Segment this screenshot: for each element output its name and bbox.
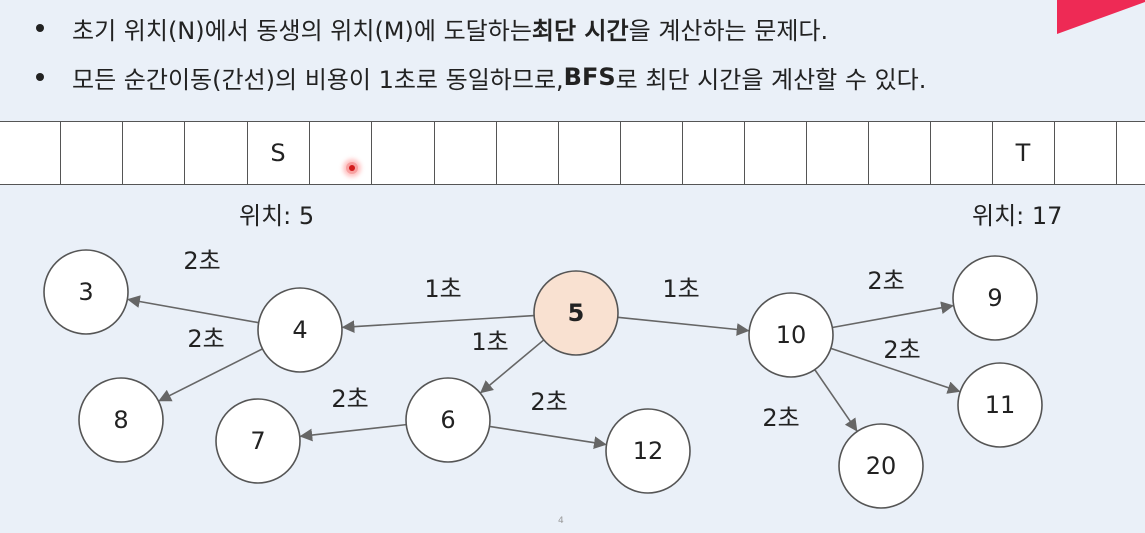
node-circle-5: [533, 270, 619, 356]
bullet-text-bold: 최단 시간: [531, 16, 629, 45]
node-circle-11: [957, 362, 1043, 448]
node-circle-20: [838, 423, 924, 509]
node-label-10: 10: [776, 321, 807, 349]
strip-cell: [371, 122, 435, 184]
edge-label-4-8: 2초: [187, 325, 224, 353]
pointer-cursor-icon: [346, 162, 358, 174]
node-label-20: 20: [866, 452, 897, 480]
bullet-dot-icon: [36, 73, 44, 81]
node-label-7: 7: [250, 427, 265, 455]
strip-cell: [1054, 122, 1117, 184]
node-9: 9: [952, 255, 1038, 341]
bullet-text-pre: 초기 위치(N)에서 동생의 위치(M)에 도달하는: [72, 16, 532, 45]
node-label-8: 8: [113, 406, 128, 434]
strip-cell: [60, 122, 123, 184]
edge-5-4: [341, 314, 535, 334]
edge-label-5-4: 1초: [424, 275, 461, 303]
bullet-text-bold: BFS: [563, 63, 616, 91]
bullet-text-pre: 모든 순간이동(간선)의 비용이 1초로 동일하므로,: [72, 65, 564, 94]
node-10: 10: [748, 292, 834, 378]
page-number: 4: [558, 516, 564, 526]
edge-label-10-9: 2초: [867, 267, 904, 295]
node-circle-6: [405, 377, 491, 463]
strip-cell: [184, 122, 248, 184]
node-3: 3: [43, 249, 129, 335]
bullet-text-post: 로 최단 시간을 계산할 수 있다.: [615, 65, 927, 94]
edge-6-12: [489, 425, 607, 449]
start-position-label: 위치: 5: [239, 202, 315, 230]
edge-label-5-10: 1초: [662, 275, 699, 303]
node-label-11: 11: [985, 391, 1016, 419]
node-label-9: 9: [987, 284, 1002, 312]
strip-cell-start: S: [247, 122, 310, 184]
target-position-label: 위치: 17: [972, 202, 1063, 230]
strip-cell: [930, 122, 993, 184]
node-11: 11: [957, 362, 1043, 448]
strip-cell: [0, 122, 61, 184]
edge-label-4-3: 2초: [183, 247, 220, 275]
node-label-6: 6: [440, 406, 455, 434]
node-circle-3: [43, 249, 129, 335]
strip-cell: [434, 122, 497, 184]
edge-4-3: [127, 295, 259, 324]
node-4: 4: [257, 287, 343, 373]
edge-label-10-20: 2초: [762, 404, 799, 432]
bullet-dot-icon: [36, 24, 44, 32]
node-12: 12: [605, 408, 691, 494]
edge-4-8: [158, 348, 263, 402]
node-6: 6: [405, 377, 491, 463]
strip-cell: [496, 122, 559, 184]
node-circle-4: [257, 287, 343, 373]
strip-cell: [806, 122, 869, 184]
node-label-5: 5: [568, 299, 585, 327]
node-circle-9: [952, 255, 1038, 341]
edge-10-9: [832, 301, 954, 329]
strip-cell: [868, 122, 931, 184]
strip-cell-target: T: [992, 122, 1055, 184]
node-label-4: 4: [292, 316, 307, 344]
edge-label-6-7: 2초: [331, 385, 368, 413]
bullet-text-post: 을 계산하는 문제다.: [628, 16, 829, 45]
edge-5-10: [617, 316, 750, 336]
corner-accent-shape: [1057, 0, 1145, 34]
node-circle-7: [215, 398, 301, 484]
strip-cell: [122, 122, 185, 184]
strip-cell: [309, 122, 372, 184]
strip-cell: [744, 122, 807, 184]
node-20: 20: [838, 423, 924, 509]
edge-label-10-11: 2초: [883, 336, 920, 364]
node-label-12: 12: [633, 437, 664, 465]
edge-10-20: [814, 369, 858, 432]
edge-10-11: [830, 347, 961, 394]
edge-6-7: [299, 423, 407, 442]
node-circle-10: [748, 292, 834, 378]
edge-label-5-6: 1초: [471, 328, 508, 356]
strip-cell: [620, 122, 683, 184]
strip-cell: [682, 122, 745, 184]
node-7: 7: [215, 398, 301, 484]
node-label-3: 3: [78, 278, 93, 306]
strip-cell: [558, 122, 621, 184]
node-circle-12: [605, 408, 691, 494]
node-circle-8: [78, 377, 164, 463]
edge-label-6-12: 2초: [530, 388, 567, 416]
edge-5-6: [480, 339, 545, 394]
node-5: 5: [533, 270, 619, 356]
node-8: 8: [78, 377, 164, 463]
